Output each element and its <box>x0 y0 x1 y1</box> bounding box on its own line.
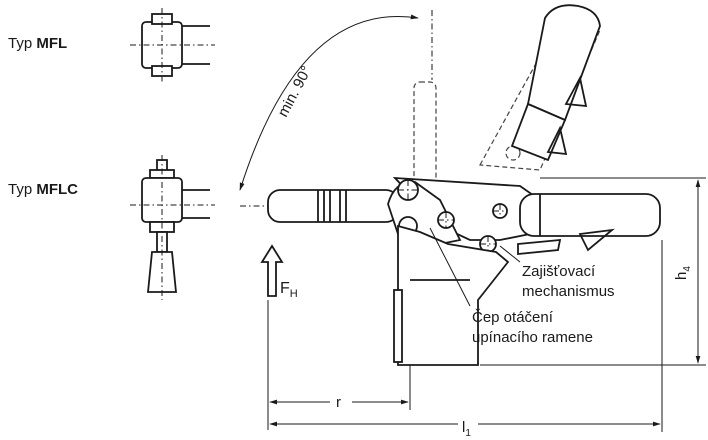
locking-label-line1: Zajišťovací <box>522 263 596 280</box>
force-label: FH <box>280 280 298 300</box>
base-bracket <box>393 224 510 366</box>
locking-label-line2: mechanismus <box>522 283 615 300</box>
dim-h-label: h4 <box>673 266 693 280</box>
mflc-end-view <box>130 155 215 300</box>
force-arrow: FH <box>260 244 298 300</box>
pivot-label-line1: Čep otáčení <box>472 309 554 326</box>
handle-closed <box>517 193 661 255</box>
pivot-callout: Čep otáčení upínacího ramene <box>429 227 593 346</box>
dim-l-label: l1 <box>462 419 471 439</box>
mfl-end-view <box>130 8 215 82</box>
pivot-label-line2: upínacího ramene <box>472 329 593 346</box>
clamp-arm <box>267 189 399 223</box>
angle-indicator: min. 90° <box>239 14 419 191</box>
clamp-body <box>387 176 541 253</box>
type-label-mfl: Typ MFL <box>8 35 67 52</box>
angle-label: min. 90° <box>275 63 316 120</box>
locking-mechanism-callout: Zajišťovací mechanismus <box>499 245 615 300</box>
dimension-h4: h4 <box>480 177 706 366</box>
dim-r-label: r <box>336 394 341 411</box>
type-label-mflc: Typ MFLC <box>8 181 78 198</box>
dimension-l1: l1 <box>269 240 663 439</box>
dimension-r: r <box>267 300 411 430</box>
handle-raised <box>510 4 601 162</box>
